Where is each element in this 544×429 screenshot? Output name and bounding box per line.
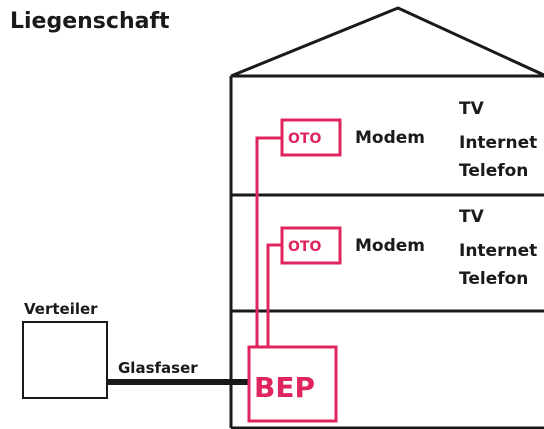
riser-cable-upper (255, 136, 282, 348)
floor-lower: OTO Modem TV Internet Telefon (280, 207, 537, 289)
bep-label: BEP (254, 371, 315, 404)
modem-label: Modem (355, 128, 425, 148)
bep-box (247, 345, 338, 423)
service-internet: Internet (459, 241, 537, 261)
modem-label: Modem (355, 236, 425, 256)
distribution-cabinet (22, 321, 108, 399)
oto-label: OTO (288, 239, 321, 255)
service-tv: TV (459, 99, 485, 119)
cabinet-label: Verteiler (24, 300, 98, 318)
service-tv: TV (459, 207, 485, 227)
service-internet: Internet (459, 133, 537, 153)
oto-box (280, 226, 342, 265)
oto-box (280, 118, 342, 157)
roof (230, 6, 544, 78)
floor-upper: OTO Modem TV Internet Telefon (280, 99, 537, 181)
riser-cables (255, 136, 282, 348)
riser-cable-lower (266, 243, 282, 348)
service-telefon: Telefon (459, 269, 528, 289)
house-outline (229, 6, 544, 429)
fiber-label: Glasfaser (118, 359, 198, 377)
oto-label: OTO (288, 131, 321, 147)
diagram-title: Liegenschaft (10, 9, 170, 34)
service-telefon: Telefon (459, 161, 528, 181)
